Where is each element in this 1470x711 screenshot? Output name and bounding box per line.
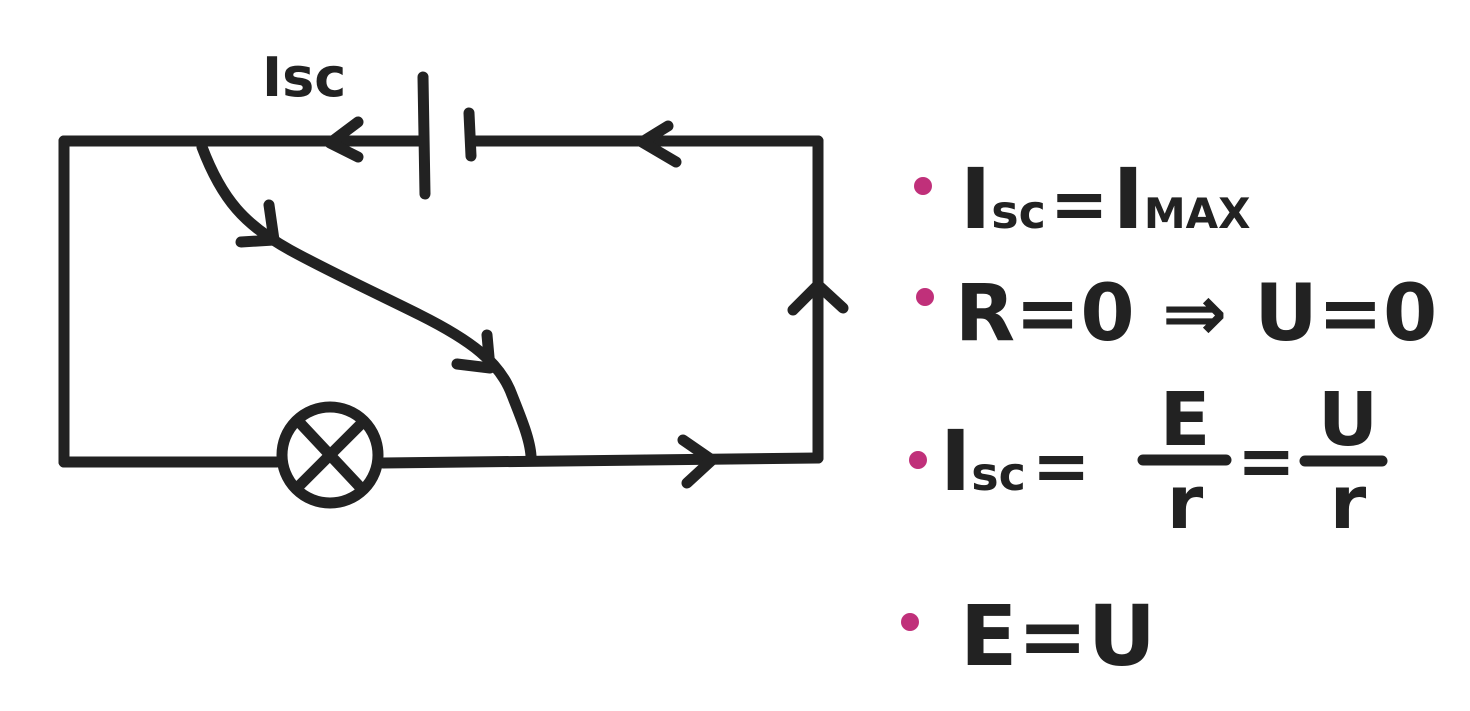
short-circuit-wire — [196, 141, 537, 462]
bullet-3 — [909, 451, 927, 469]
battery-icon — [417, 71, 477, 200]
arrow-top-left — [324, 116, 364, 163]
fraction-2-numerator: U — [1318, 377, 1378, 463]
battery-short-plate — [463, 107, 477, 162]
fraction-2-denominator: r — [1330, 460, 1367, 546]
lamp-cross-b — [292, 417, 368, 493]
note-2-text: R=0 ⇒ U=0 — [955, 269, 1437, 359]
arrow-right-up — [787, 279, 849, 316]
note-line-2: R=0 ⇒ U=0 — [916, 269, 1437, 359]
bullet-1 — [914, 177, 932, 195]
fraction-e-over-r: E r — [1137, 377, 1232, 546]
note-line-3: Isc= E r = U r — [909, 377, 1388, 546]
circuit-label: Isc — [262, 46, 346, 109]
battery-long-plate — [417, 71, 431, 200]
fraction-u-over-r: U r — [1299, 377, 1388, 546]
wire-bottom-right — [377, 452, 824, 469]
note-1-text: Isc=IMAX — [960, 150, 1251, 248]
note-3-eq2: = — [1237, 420, 1296, 502]
arrow-diagonal-1 — [235, 199, 280, 248]
bullet-4 — [901, 613, 919, 631]
fraction-1-numerator: E — [1160, 377, 1211, 463]
arrow-diagonal-2 — [451, 329, 496, 374]
fraction-1-denominator: r — [1167, 460, 1204, 546]
note-line-4: E=U — [901, 587, 1156, 685]
bullet-2 — [916, 288, 934, 306]
arrow-top-right — [636, 120, 682, 168]
circuit — [58, 71, 849, 509]
note-4-text: E=U — [960, 587, 1156, 685]
note-line-1: Isc=IMAX — [914, 150, 1251, 248]
arrow-bottom-right — [677, 434, 718, 489]
lamp-circle — [276, 401, 384, 509]
lamp-icon — [276, 401, 384, 509]
note-3-lhs: Isc= — [940, 412, 1091, 510]
